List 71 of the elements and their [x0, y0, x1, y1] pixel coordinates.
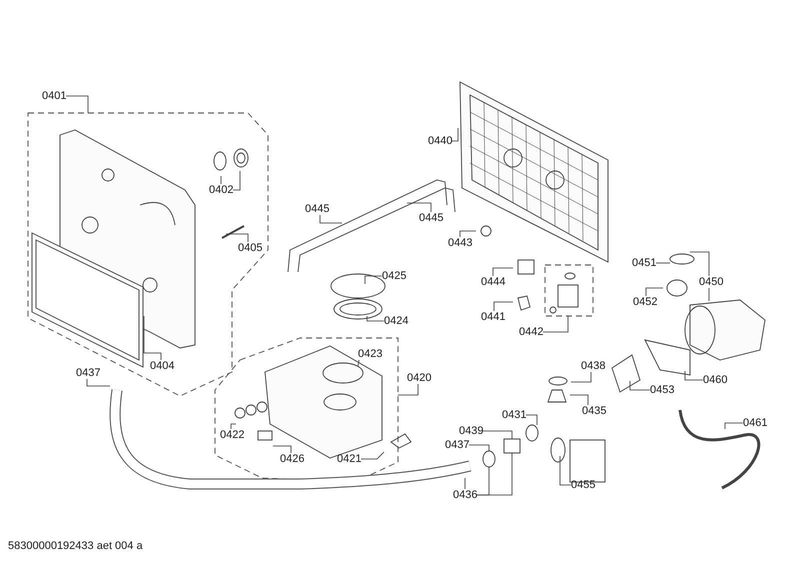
undefined [504, 438, 520, 454]
callout-number: 0451 [632, 257, 656, 269]
leader-line [684, 370, 704, 380]
callout-number: 0453 [650, 384, 674, 396]
leader-line [358, 360, 360, 366]
callout-number: 0404 [150, 360, 174, 372]
leader-line [66, 96, 88, 114]
leader-line [630, 380, 650, 390]
leader-line [482, 430, 512, 440]
callout-number: 0443 [448, 237, 472, 249]
callout-number: 0421 [337, 453, 362, 465]
leader-line [656, 262, 670, 264]
callout-number: 0405 [238, 242, 262, 254]
leader-line [526, 414, 538, 426]
leader-line [220, 176, 222, 184]
leader-line [646, 288, 664, 296]
leader-line [570, 394, 588, 406]
leader-line [542, 316, 568, 332]
callout-number: 0460 [703, 374, 728, 386]
leader-line [230, 424, 236, 430]
leader-line [272, 446, 292, 454]
leader-line [398, 384, 418, 396]
drawing-number: 58300000192433 aet 004 a [8, 540, 143, 552]
leader-line [708, 288, 710, 302]
callout-number: 0441 [481, 311, 506, 323]
leader-line [86, 378, 110, 386]
callout-number: 0435 [582, 405, 606, 417]
undefined [526, 424, 538, 442]
leader-line [360, 452, 384, 460]
callout-number: 0420 [407, 372, 432, 384]
callout-number: 0439 [459, 425, 484, 437]
callout-number: 0440 [428, 135, 452, 147]
callout-number: 0444 [481, 276, 506, 288]
leader-line [406, 202, 432, 212]
callout-number: 0455 [571, 479, 596, 491]
callout-number: 0461 [743, 417, 768, 429]
leader-line [494, 302, 514, 312]
leader-line [232, 170, 240, 190]
leader-line [560, 456, 572, 486]
leader-line [460, 230, 476, 238]
leader-line [468, 444, 490, 452]
callout-number: 0452 [633, 296, 658, 308]
leader-line [366, 316, 384, 322]
callout-number: 0436 [453, 489, 478, 501]
callout-number: 0422 [220, 429, 244, 441]
leader-line [492, 268, 514, 276]
callout-number: 0431 [502, 409, 526, 421]
leader-line [320, 214, 342, 224]
leader-line [464, 478, 466, 490]
undefined [482, 450, 496, 468]
leader-line [476, 452, 512, 496]
leader-line [226, 234, 248, 242]
callout-number: 0445 [305, 203, 330, 215]
callout-number: 0437 [445, 439, 470, 451]
callout-number: 0424 [384, 315, 408, 327]
callout-number: 0442 [519, 326, 544, 338]
leader-line [452, 128, 458, 142]
callout-number: 0423 [358, 348, 382, 360]
leader-line [724, 422, 744, 430]
leader-line [364, 276, 382, 284]
callout-number: 0445 [419, 212, 444, 224]
callout-number: 0438 [581, 360, 606, 372]
leader-line [144, 316, 162, 360]
callout-number: 0450 [699, 276, 724, 288]
callout-number: 0426 [280, 453, 304, 465]
leader-line [690, 252, 710, 276]
callout-number: 0425 [382, 270, 406, 282]
callout-number: 0402 [209, 184, 234, 196]
callout-number: 0401 [42, 90, 66, 102]
leader-line [570, 372, 592, 382]
callout-number: 0437 [76, 367, 100, 379]
